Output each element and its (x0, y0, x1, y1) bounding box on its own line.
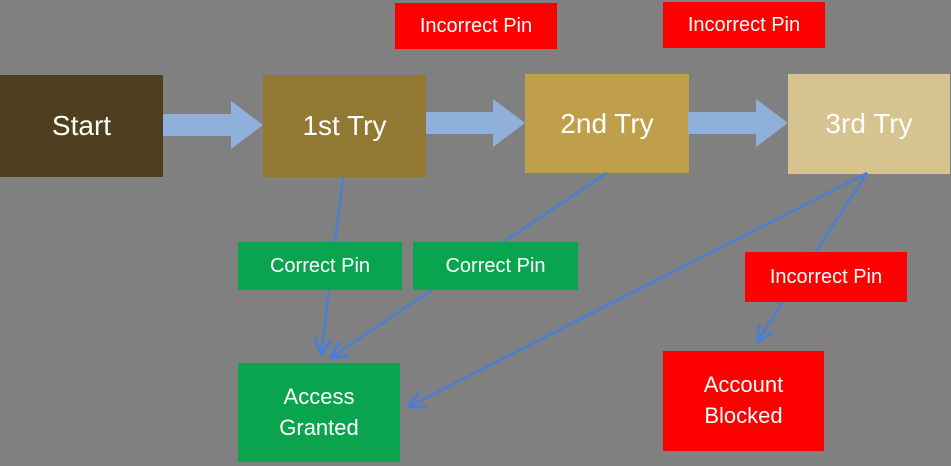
node-account-blocked-label: Account Blocked (704, 370, 784, 432)
account-blocked-line2: Blocked (704, 403, 783, 428)
label-correct-pin-2: Correct Pin (413, 242, 578, 290)
node-first-try-label: 1st Try (302, 110, 387, 141)
node-first-try: 1st Try (263, 75, 426, 177)
label-incorrect-pin-3: Incorrect Pin (745, 252, 907, 302)
block-arrow-start-to-first-try (163, 101, 263, 149)
label-correct-pin-2-text: Correct Pin (445, 254, 546, 277)
label-incorrect-pin-1: Incorrect Pin (395, 3, 557, 49)
account-blocked-line1: Account (703, 372, 784, 398)
block-arrow-second-to-third-try (688, 99, 788, 147)
node-second-try-label: 2nd Try (560, 107, 654, 139)
label-incorrect-pin-1-text: Incorrect Pin (419, 14, 533, 37)
node-access-granted-label: Access Granted (279, 382, 359, 444)
node-account-blocked: Account Blocked (663, 351, 824, 451)
node-third-try: 3rd Try (788, 74, 950, 174)
block-arrow-first-to-second-try (426, 99, 525, 147)
label-incorrect-pin-2: Incorrect Pin (663, 2, 825, 48)
label-incorrect-pin-2-text: Incorrect Pin (687, 13, 801, 36)
node-access-granted: Access Granted (238, 363, 400, 462)
access-granted-line2: Granted (279, 414, 359, 440)
label-incorrect-pin-3-text: Incorrect Pin (769, 265, 883, 288)
node-third-try-label: 3rd Try (825, 108, 913, 139)
node-start-label: Start (51, 110, 112, 141)
label-correct-pin-1-text: Correct Pin (269, 254, 371, 277)
node-start: Start (0, 75, 163, 177)
label-correct-pin-1: Correct Pin (238, 242, 402, 290)
node-second-try: 2nd Try (525, 74, 689, 173)
access-granted-line1: Access (283, 383, 355, 409)
